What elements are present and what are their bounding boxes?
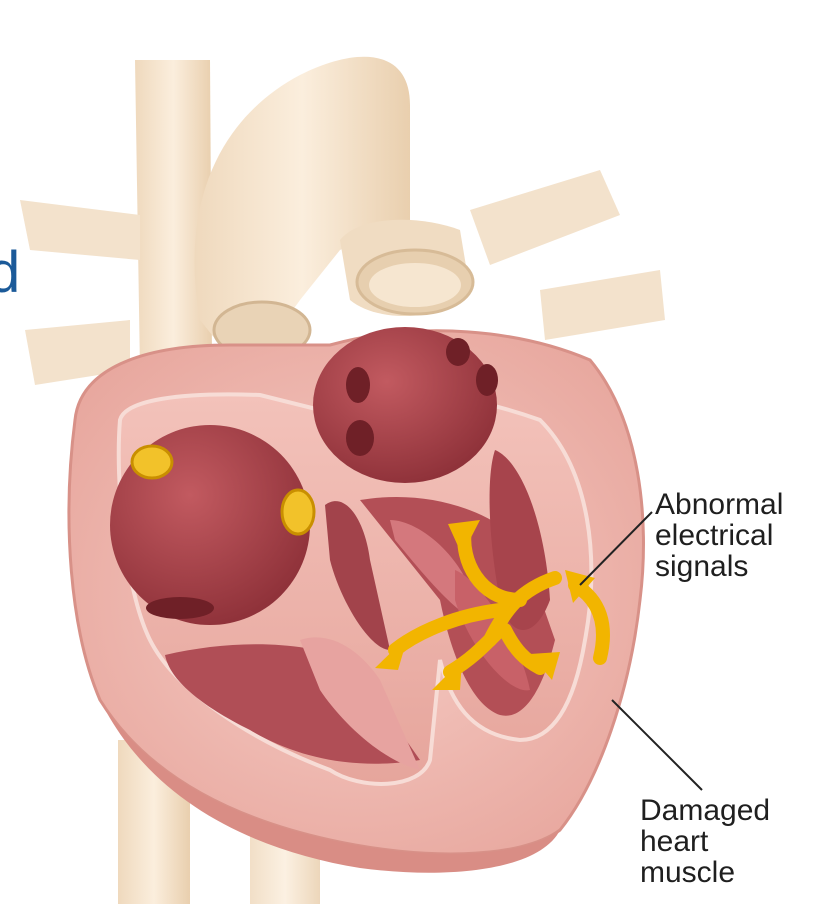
- pulmonary-lumen: [369, 263, 461, 307]
- pointer-line-damaged: [612, 700, 702, 790]
- vena-cava-inlet-lower: [282, 490, 314, 534]
- vena-cava-inlet-upper: [132, 446, 172, 478]
- left-atrium: [313, 327, 498, 483]
- pulmonary-vein-left-upper: [20, 200, 140, 260]
- pulmonary-vein-right: [540, 270, 665, 340]
- coronary-sinus: [146, 597, 214, 619]
- abnormal-signals-label: Abnormal electrical signals: [655, 489, 783, 582]
- pulmonary-branch-right: [470, 170, 620, 265]
- damaged-muscle-label: Damaged heart muscle: [640, 795, 770, 888]
